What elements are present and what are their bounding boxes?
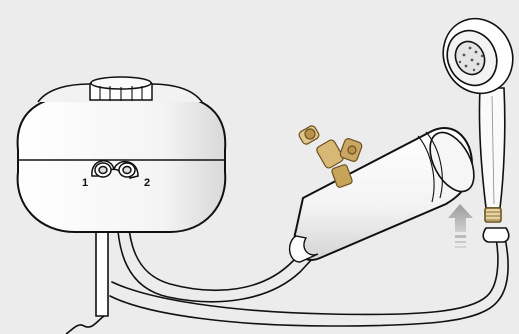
shower-nozzles xyxy=(458,46,484,72)
water-heater-unit xyxy=(16,83,227,233)
power-cable xyxy=(65,315,105,334)
outlet-fittings xyxy=(91,160,139,179)
filter-cartridge xyxy=(289,127,475,263)
diverter-valve xyxy=(298,125,363,188)
port-2-label: 2 xyxy=(144,177,150,189)
control-knob xyxy=(89,76,153,101)
hand-shower xyxy=(442,17,514,243)
flow-up-arrow xyxy=(448,204,473,248)
hose-to-shower xyxy=(109,237,509,327)
port-1-label: 1 xyxy=(82,177,88,189)
